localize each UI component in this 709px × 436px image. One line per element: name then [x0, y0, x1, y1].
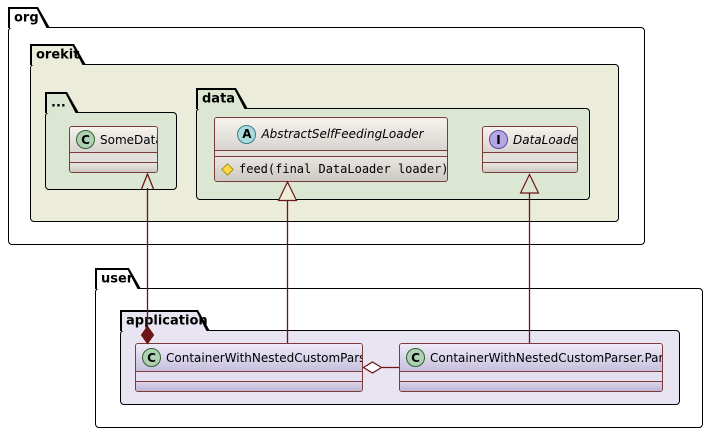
methods-compartment — [136, 382, 362, 391]
package-application-label: application — [126, 313, 208, 328]
package-tab-fill — [198, 90, 245, 110]
package-application-tab: application — [120, 310, 210, 331]
fields-compartment — [400, 372, 662, 382]
methods-compartment — [400, 382, 662, 391]
class-spot-icon: C — [142, 348, 161, 367]
method-row: feed(final DataLoader loader) — [215, 157, 447, 181]
package-orekit-label: orekit — [36, 47, 80, 62]
package-tab-fill — [32, 46, 83, 66]
methods-compartment — [483, 163, 577, 172]
interface-dataloader-header: I DataLoader — [483, 127, 577, 153]
package-org-label: org — [14, 10, 39, 25]
interface-dataloader-name: DataLoader — [513, 132, 578, 147]
class-spot-icon: C — [76, 130, 95, 149]
protected-visibility-icon — [221, 162, 234, 176]
package-data-tab: data — [196, 88, 248, 109]
package-orekit-tab: orekit — [30, 44, 86, 65]
class-container-name: ContainerWithNestedCustomParser — [166, 350, 363, 365]
fields-compartment — [70, 153, 157, 163]
methods-compartment: feed(final DataLoader loader) — [215, 157, 447, 181]
package-user-tab: user — [95, 268, 141, 289]
package-org-tab: org — [8, 7, 50, 28]
methods-compartment — [70, 163, 157, 172]
abstract-spot-icon: A — [237, 124, 257, 144]
fields-compartment — [215, 151, 447, 157]
interface-spot-icon: I — [489, 130, 508, 149]
class-container-parser: C ContainerWithNestedCustomParser.Parser — [399, 343, 663, 392]
class-asfl-name: AbstractSelfFeedingLoader — [261, 127, 424, 141]
package-dots-tab: ... — [45, 92, 79, 113]
class-abstract-self-feeding-loader: A AbstractSelfFeedingLoader feed(final D… — [214, 117, 448, 182]
package-user-label: user — [101, 271, 134, 286]
class-parser-header: C ContainerWithNestedCustomParser.Parser — [400, 344, 662, 372]
package-tab-fill — [10, 9, 47, 29]
fields-compartment — [136, 372, 362, 382]
class-parser-name: ContainerWithNestedCustomParser.Parser — [430, 350, 663, 365]
package-dots-label: ... — [51, 95, 66, 110]
class-spot-icon: C — [406, 348, 425, 367]
interface-dataloader: I DataLoader — [482, 126, 578, 173]
package-tab-fill — [97, 270, 138, 290]
class-asfl-header: A AbstractSelfFeedingLoader — [215, 118, 447, 151]
class-somedata-name: SomeData — [100, 132, 158, 147]
method-feed: feed(final DataLoader loader) — [239, 162, 448, 176]
class-somedata: C SomeData — [69, 126, 158, 173]
fields-compartment — [483, 153, 577, 163]
package-data-label: data — [202, 91, 236, 106]
class-somedata-header: C SomeData — [70, 127, 157, 153]
class-container-with-nested-custom-parser: C ContainerWithNestedCustomParser — [135, 343, 363, 392]
class-container-header: C ContainerWithNestedCustomParser — [136, 344, 362, 372]
